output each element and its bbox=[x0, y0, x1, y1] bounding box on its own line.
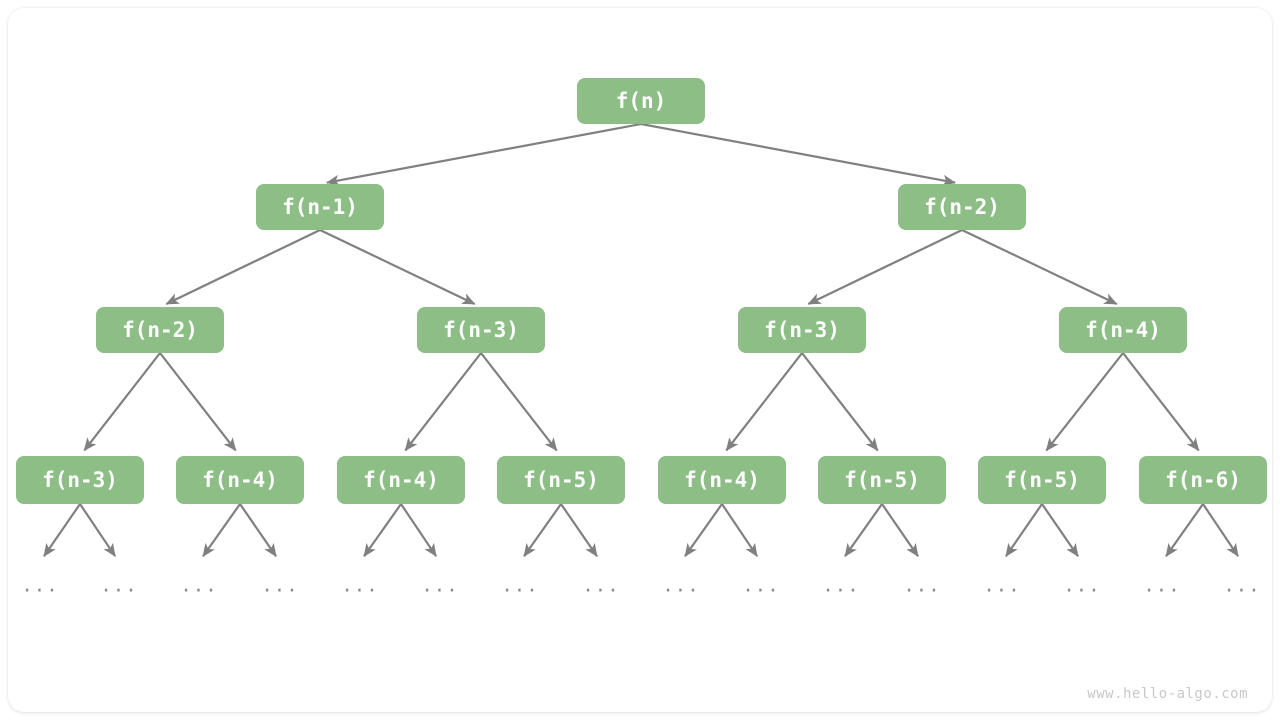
ellipsis-marker: ... bbox=[742, 575, 779, 597]
tree-node-box[interactable] bbox=[577, 78, 705, 124]
ellipsis-marker: ... bbox=[822, 575, 859, 597]
tree-edge bbox=[801, 352, 879, 452]
tree-edge bbox=[640, 122, 956, 187]
tree-edge bbox=[1122, 352, 1200, 452]
tree-node[interactable]: f(n-5) bbox=[818, 456, 946, 504]
tree-node[interactable]: f(n-4) bbox=[176, 456, 304, 504]
ellipsis-marker: ... bbox=[903, 575, 940, 597]
tree-node-label: f(n) bbox=[616, 89, 667, 113]
tree-node-box[interactable] bbox=[658, 456, 786, 504]
tree-node[interactable]: f(n-3) bbox=[16, 456, 144, 504]
ellipsis-marker: ... bbox=[341, 575, 378, 597]
tree-node[interactable]: f(n-5) bbox=[978, 456, 1106, 504]
tree-edge-leaf bbox=[1202, 503, 1240, 557]
tree-edge bbox=[961, 229, 1118, 305]
tree-node-label: f(n-3) bbox=[443, 318, 519, 342]
tree-node-label: f(n-2) bbox=[122, 318, 198, 342]
ellipsis-marker: ... bbox=[421, 575, 458, 597]
tree-nodes: f(n) f(n-1) f(n-2) f(n-2) f(n-3) f(n-3) f(n-4)… bbox=[16, 78, 1267, 504]
tree-node-box[interactable] bbox=[16, 456, 144, 504]
tree-edge-leaf bbox=[844, 503, 883, 558]
tree-node-box[interactable] bbox=[1139, 456, 1267, 504]
tree-node-label: f(n-2) bbox=[924, 195, 1000, 219]
ellipsis-marker: ... bbox=[1143, 575, 1180, 597]
ellipsis-marker: ... bbox=[582, 575, 619, 597]
ellipsis-marker: ... bbox=[501, 575, 538, 597]
tree-edge bbox=[725, 352, 803, 452]
tree-edge bbox=[1045, 352, 1124, 452]
tree-node[interactable]: f(n-4) bbox=[337, 456, 465, 504]
tree-edge bbox=[480, 352, 558, 452]
ellipsis-marker: ... bbox=[1223, 575, 1260, 597]
tree-edge-leaf bbox=[1041, 503, 1079, 557]
tree-edges bbox=[43, 122, 1240, 558]
ellipsis-marker: ... bbox=[983, 575, 1020, 597]
watermark-text: www.hello-algo.com bbox=[1087, 686, 1248, 702]
tree-edge bbox=[159, 352, 237, 452]
tree-node[interactable]: f(n-2) bbox=[898, 184, 1026, 230]
tree-node-label: f(n-5) bbox=[523, 468, 599, 492]
tree-node-label: f(n-4) bbox=[684, 468, 760, 492]
tree-node-box[interactable] bbox=[96, 307, 224, 353]
tree-node[interactable]: f(n-4) bbox=[1059, 307, 1187, 353]
ellipsis-marker: ... bbox=[100, 575, 137, 597]
tree-node-box[interactable] bbox=[497, 456, 625, 504]
tree-node-label: f(n-4) bbox=[1085, 318, 1161, 342]
tree-node[interactable]: f(n-2) bbox=[96, 307, 224, 353]
tree-edge-leaf bbox=[560, 503, 598, 557]
tree-node-box[interactable] bbox=[898, 184, 1026, 230]
tree-edge-leaf bbox=[721, 503, 759, 557]
tree-node[interactable]: f(n-5) bbox=[497, 456, 625, 504]
tree-node[interactable]: f(n-6) bbox=[1139, 456, 1267, 504]
tree-edge-leaf bbox=[523, 503, 562, 558]
tree-edge bbox=[165, 229, 321, 305]
tree-node[interactable]: f(n-3) bbox=[738, 307, 866, 353]
ellipsis-marker: ... bbox=[261, 575, 298, 597]
tree-edge-leaf bbox=[400, 503, 438, 557]
ellipsis-marker: ... bbox=[21, 575, 58, 597]
diagram-card bbox=[8, 8, 1272, 712]
tree-node-label: f(n-5) bbox=[1004, 468, 1080, 492]
tree-edge bbox=[326, 122, 642, 187]
tree-node-label: f(n-6) bbox=[1165, 468, 1241, 492]
tree-edge bbox=[83, 352, 161, 452]
tree-node-box[interactable] bbox=[738, 307, 866, 353]
tree-edge-leaf bbox=[684, 503, 723, 558]
ellipsis-marker: ... bbox=[662, 575, 699, 597]
tree-node-label: f(n-3) bbox=[42, 468, 118, 492]
tree-edge-leaf bbox=[1165, 503, 1204, 558]
tree-node-label: f(n-1) bbox=[282, 195, 358, 219]
tree-edge-leaf bbox=[881, 503, 919, 557]
tree-edge-leaf bbox=[1005, 503, 1043, 557]
tree-node[interactable]: f(n-4) bbox=[658, 456, 786, 504]
tree-node-label: f(n-3) bbox=[764, 318, 840, 342]
tree-edge bbox=[404, 352, 482, 452]
tree-leaf-ellipses: ........................................… bbox=[21, 575, 1260, 597]
tree-node[interactable]: f(n-1) bbox=[256, 184, 384, 230]
tree-node-box[interactable] bbox=[417, 307, 545, 353]
tree-edge-leaf bbox=[239, 503, 277, 557]
tree-node-label: f(n-4) bbox=[363, 468, 439, 492]
tree-node-box[interactable] bbox=[176, 456, 304, 504]
ellipsis-marker: ... bbox=[180, 575, 217, 597]
tree-node-box[interactable] bbox=[337, 456, 465, 504]
tree-node-box[interactable] bbox=[978, 456, 1106, 504]
tree-node-label: f(n-4) bbox=[202, 468, 278, 492]
tree-node[interactable]: f(n) bbox=[577, 78, 705, 124]
tree-node-box[interactable] bbox=[256, 184, 384, 230]
tree-edge-leaf bbox=[43, 503, 81, 557]
tree-edge-leaf bbox=[79, 503, 117, 557]
ellipsis-marker: ... bbox=[1063, 575, 1100, 597]
tree-edge-leaf bbox=[363, 503, 402, 558]
tree-node-box[interactable] bbox=[818, 456, 946, 504]
tree-node-label: f(n-5) bbox=[844, 468, 920, 492]
tree-edge-leaf bbox=[202, 503, 241, 558]
tree-node[interactable]: f(n-3) bbox=[417, 307, 545, 353]
tree-node-box[interactable] bbox=[1059, 307, 1187, 353]
tree-edge bbox=[319, 229, 476, 305]
tree-edge bbox=[807, 229, 963, 305]
